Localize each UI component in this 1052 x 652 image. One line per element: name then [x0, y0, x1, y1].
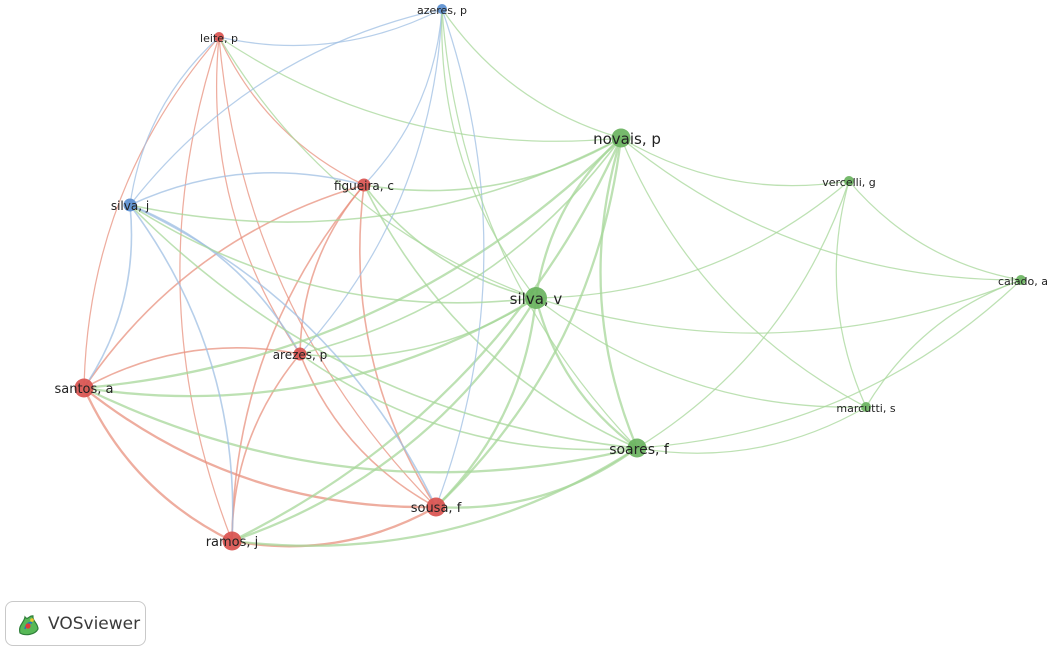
node-silvaj[interactable] [123, 198, 137, 212]
link-silvaj-silvav [129, 204, 537, 304]
link-figueira-soares [363, 184, 638, 449]
link-sousa-silvaj [129, 204, 437, 508]
network-links [82, 8, 1022, 548]
link-figueira-sousa [359, 184, 437, 508]
link-arezes-azeres [299, 8, 443, 355]
link-calado-marcutti [865, 279, 1022, 408]
node-label-figueira[interactable]: figueira, c [334, 179, 394, 193]
link-leite-azeres [218, 8, 443, 47]
node-soares[interactable] [627, 438, 647, 458]
network-nodes [74, 4, 1026, 551]
link-leite-figueira [218, 36, 365, 186]
link-sousa-soares [435, 447, 638, 509]
node-label-azeres[interactable]: azeres, p [417, 4, 467, 17]
node-sousa[interactable] [426, 497, 446, 517]
link-vercelli-calado [848, 180, 1022, 281]
link-santos-ramos [82, 387, 233, 543]
node-label-leite[interactable]: leite, p [200, 32, 238, 45]
node-label-arezes[interactable]: arezes, p [273, 348, 328, 362]
link-soares-calado [636, 279, 1022, 449]
node-ramos[interactable] [222, 531, 242, 551]
link-azeres-silvav [441, 8, 537, 299]
link-sousa-novais [435, 137, 623, 508]
link-ramos-sousa [231, 505, 437, 548]
node-label-vercelli[interactable]: vercelli, g [822, 176, 876, 189]
link-figueira-silvav [363, 184, 537, 299]
link-santos-silvav [83, 297, 537, 398]
link-novais-calado [620, 137, 1022, 281]
link-silvaj-novais [129, 137, 622, 223]
link-novais-vercelli [620, 137, 850, 187]
node-label-silvav[interactable]: silva, v [510, 290, 563, 308]
node-santos[interactable] [74, 378, 94, 398]
vosviewer-logo-icon [19, 614, 39, 635]
link-silvav-calado [535, 279, 1022, 334]
node-marcutti[interactable] [861, 402, 871, 412]
link-figueira-ramos [231, 184, 365, 542]
link-santos-soares [83, 386, 638, 474]
link-figueira-novais [363, 137, 622, 192]
link-silvaj-soares [129, 204, 638, 449]
link-silvav-vercelli [535, 180, 850, 299]
link-arezes-sousa [299, 353, 437, 508]
link-silvav-soares [534, 297, 638, 449]
node-label-soares[interactable]: soares, f [609, 442, 670, 458]
vosviewer-logo[interactable]: VOSviewer [5, 601, 146, 646]
link-arezes-novais [299, 137, 622, 355]
link-santos-novais [83, 137, 622, 390]
node-label-santos[interactable]: santos, a [54, 382, 113, 397]
link-leite-santos [83, 36, 220, 389]
link-soares-vercelli [636, 180, 850, 449]
link-ramos-novais [231, 137, 623, 543]
link-soares-marcutti [636, 406, 867, 454]
link-azeres-novais [441, 8, 622, 139]
node-arezes[interactable] [293, 347, 307, 361]
node-label-novais[interactable]: novais, p [593, 130, 661, 148]
link-leite-ramos [179, 36, 233, 542]
node-vercelli[interactable] [844, 176, 854, 186]
link-leite-silvav [218, 36, 537, 299]
link-azeres-soares [441, 8, 638, 449]
link-sousa-silvav [435, 297, 538, 508]
link-novais-soares [599, 137, 639, 449]
link-novais-marcutti [620, 137, 867, 408]
link-leite-silvaj [129, 36, 220, 206]
node-label-marcutti[interactable]: marcutti, s [836, 402, 895, 415]
link-santos-sousa [83, 387, 437, 509]
link-figueira-santos [83, 184, 365, 389]
link-ramos-soares [231, 447, 638, 547]
link-silvav-marcutti [535, 297, 867, 408]
link-ramos-silvaj [129, 204, 234, 542]
link-sousa-azeres [435, 8, 485, 508]
link-arezes-santos [83, 347, 301, 389]
link-vercelli-marcutti [835, 180, 867, 408]
link-santos-silvaj [83, 204, 133, 389]
vosviewer-logo-text: VOSviewer [48, 613, 141, 634]
node-figueira[interactable] [357, 178, 371, 192]
link-figueira-azeres [363, 8, 443, 186]
node-label-calado[interactable]: calado, a [998, 275, 1048, 288]
node-label-sousa[interactable]: sousa, f [411, 501, 462, 516]
link-figueira-silvaj [129, 171, 365, 206]
link-leite-sousa [218, 36, 437, 508]
link-novais-silvav [534, 137, 622, 299]
node-label-ramos[interactable]: ramos, j [206, 535, 259, 550]
link-arezes-silvav [299, 297, 537, 358]
node-calado[interactable] [1016, 275, 1026, 285]
node-leite[interactable] [214, 32, 224, 42]
link-azeres-silvaj [129, 8, 443, 206]
link-ramos-silvav [231, 297, 537, 543]
node-azeres[interactable] [437, 4, 447, 14]
network-labels: azeres, p leite, p silva, j figueira, c nova… [54, 4, 1048, 550]
link-leite-novais [218, 36, 622, 142]
node-novais[interactable] [611, 128, 631, 148]
node-label-silvaj[interactable]: silva, j [111, 199, 149, 213]
node-silvav[interactable] [525, 287, 547, 309]
link-arezes-silvaj [129, 204, 301, 355]
